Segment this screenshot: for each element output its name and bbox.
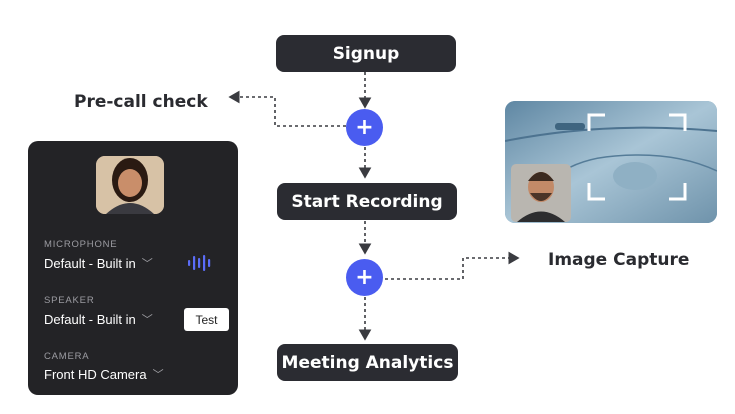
connector-precall (228, 90, 346, 127)
test-speaker-button[interactable]: Test (184, 308, 229, 331)
camera-select[interactable]: Front HD Camera ﹀ (44, 366, 164, 382)
chevron-down-icon: ﹀ (141, 314, 153, 326)
focus-frame-icon (587, 113, 687, 201)
image-capture-photo (505, 101, 717, 223)
label-image-capture: Image Capture (548, 250, 690, 270)
label-pre-call-check: Pre-call check (74, 92, 208, 112)
add-step-node-2[interactable]: + (346, 259, 383, 296)
microphone-select[interactable]: Default - Built in ﹀ (44, 255, 153, 271)
camera-caption: CAMERA (44, 351, 90, 362)
chevron-down-icon: ﹀ (152, 369, 164, 381)
pre-call-device-panel: MICROPHONE Default - Built in ﹀ SPEAKER … (28, 141, 238, 395)
microphone-caption: MICROPHONE (44, 239, 118, 250)
microphone-value: Default - Built in (44, 255, 136, 271)
step-start-recording: Start Recording (277, 183, 457, 220)
connector-image-capture (385, 251, 520, 280)
step-signup: Signup (276, 35, 456, 72)
chevron-down-icon: ﹀ (141, 258, 153, 270)
step-meeting-analytics: Meeting Analytics (277, 344, 458, 381)
speaker-caption: SPEAKER (44, 295, 95, 306)
speaker-select[interactable]: Default - Built in ﹀ (44, 311, 153, 327)
audio-level-icon (188, 255, 211, 271)
camera-value: Front HD Camera (44, 366, 147, 382)
speaker-value: Default - Built in (44, 311, 136, 327)
avatar (96, 156, 164, 214)
add-step-node-1[interactable]: + (346, 109, 383, 146)
